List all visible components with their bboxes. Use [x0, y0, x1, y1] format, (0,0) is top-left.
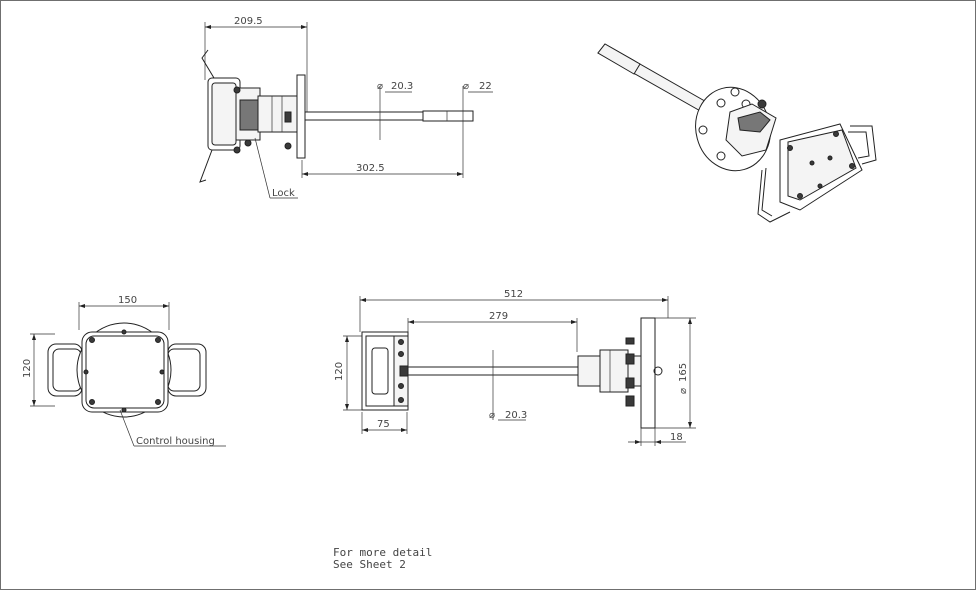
- side-view-top: 209.5 ⌀ 20.3 ⌀ 22: [199, 16, 493, 199]
- svg-text:⌀: ⌀: [463, 81, 469, 92]
- dim-rod: 279: [489, 311, 508, 322]
- note-line-1: For more detail: [333, 546, 432, 559]
- isometric-view: [597, 43, 877, 223]
- dim-rod-small: 20.3: [391, 81, 413, 92]
- svg-text:⌀: ⌀: [678, 388, 689, 394]
- dim-flange-thickness: 18: [670, 432, 683, 443]
- front-view: 150 120 Control housing: [22, 295, 226, 447]
- label-lock: Lock: [272, 188, 295, 199]
- svg-text:⌀: ⌀: [489, 410, 495, 421]
- dim-height-front: 120: [22, 359, 33, 378]
- dim-flange-dia: 165: [678, 363, 689, 382]
- sheet-note: For more detail See Sheet 2: [333, 546, 432, 571]
- dim-width: 150: [118, 295, 137, 306]
- note-line-2: See Sheet 2: [333, 558, 406, 571]
- label-control-housing: Control housing: [136, 436, 215, 447]
- dim-total: 512: [504, 289, 523, 300]
- svg-text:⌀: ⌀: [377, 81, 383, 92]
- dim-handle: 75: [377, 419, 390, 430]
- dim-rod-length: 302.5: [356, 163, 385, 174]
- dim-overall-top: 209.5: [234, 16, 263, 27]
- dim-rod-tip: 22: [479, 81, 492, 92]
- dim-rod-dia: 20.3: [505, 410, 527, 421]
- side-view-bottom: 512 279 120 75 ⌀: [334, 289, 696, 446]
- dim-height-side: 120: [334, 362, 345, 381]
